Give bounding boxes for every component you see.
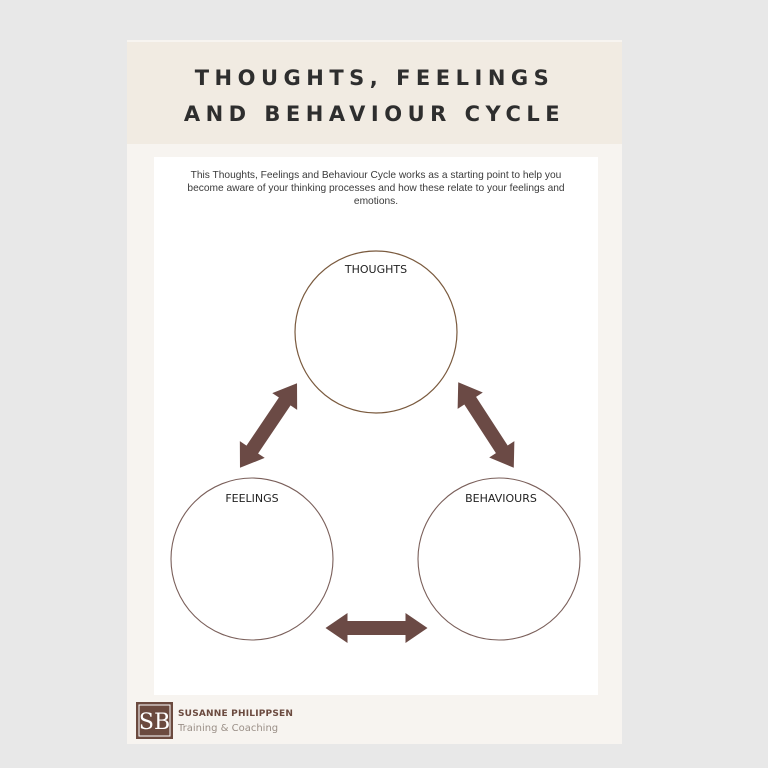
arrow-thoughts-behaviours xyxy=(457,382,515,468)
worksheet-page: THOUGHTS, FEELINGS AND BEHAVIOUR CYCLE T… xyxy=(127,40,622,744)
cycle-diagram: THOUGHTS FEELINGS BEHAVIOURS xyxy=(170,250,581,643)
logo-monogram: SB xyxy=(139,710,170,735)
brand-tagline: Training & Coaching xyxy=(178,723,279,734)
page-title-line-2: AND BEHAVIOUR CYCLE xyxy=(183,102,566,126)
title-banner: THOUGHTS, FEELINGS AND BEHAVIOUR CYCLE xyxy=(127,42,622,144)
behaviours-label: BEHAVIOURS xyxy=(465,492,537,505)
thoughts-label: THOUGHTS xyxy=(344,263,407,276)
feelings-circle xyxy=(170,477,334,641)
intro-paragraph: This Thoughts, Feelings and Behaviour Cy… xyxy=(187,170,565,207)
feelings-label: FEELINGS xyxy=(225,492,278,505)
brand-name: SUSANNE PHILIPPSEN xyxy=(178,709,294,719)
worksheet-card: This Thoughts, Feelings and Behaviour Cy… xyxy=(154,157,598,695)
behaviours-circle xyxy=(417,477,581,641)
thoughts-circle xyxy=(294,250,458,414)
page-title-line-1: THOUGHTS, FEELINGS xyxy=(194,66,555,90)
arrow-thoughts-feelings xyxy=(239,383,298,468)
brand-logo: SB xyxy=(136,702,173,739)
arrow-feelings-behaviours xyxy=(325,613,428,643)
